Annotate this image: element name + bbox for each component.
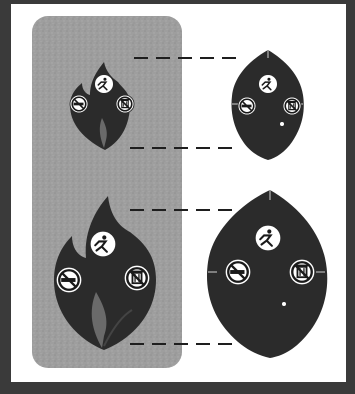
figure-icon [95, 75, 114, 94]
no-smoking-icon [56, 267, 82, 293]
no-smoking-icon [238, 97, 256, 115]
no-smoking-icon [70, 95, 88, 113]
no-bin-icon [283, 97, 301, 115]
small-gem-shape [231, 50, 303, 160]
large-gem-shape [207, 190, 327, 358]
no-bin-icon [116, 95, 134, 113]
no-bin-icon [289, 259, 315, 285]
figure-icon [259, 75, 278, 94]
figure-icon [90, 231, 116, 257]
no-smoking-icon [225, 259, 251, 285]
no-bin-icon [124, 265, 150, 291]
figure-icon [255, 225, 281, 251]
